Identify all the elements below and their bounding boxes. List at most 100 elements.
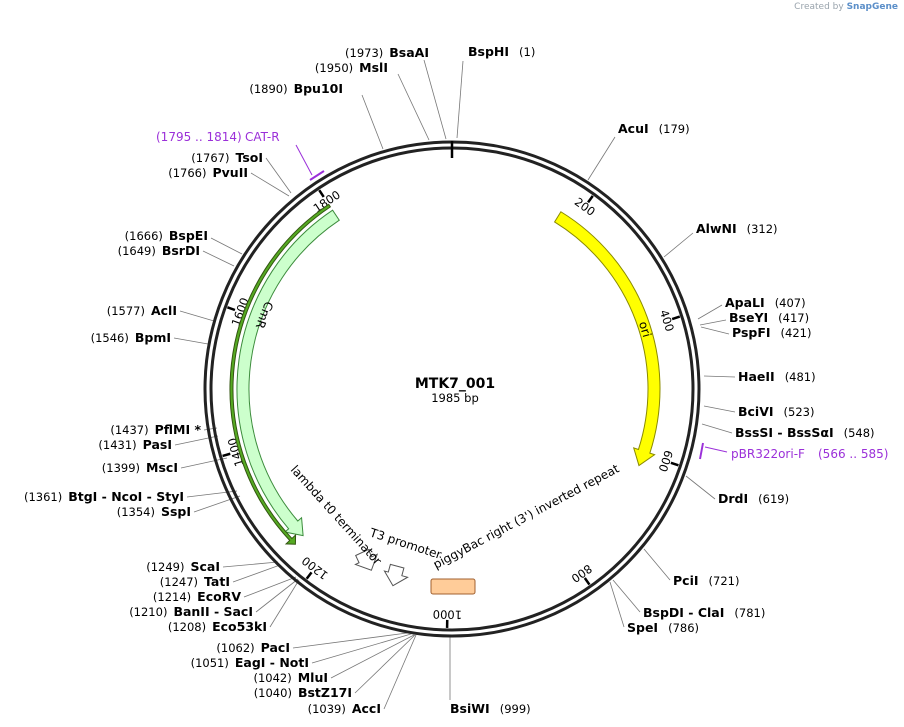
feature-ori[interactable] xyxy=(553,211,661,467)
leader-acci xyxy=(383,634,417,710)
site-pspfi[interactable]: PspFI(421) xyxy=(732,325,811,340)
watermark-brand: SnapGene xyxy=(846,2,898,12)
site-eagi-noti[interactable]: EagI - NotI(1051) xyxy=(191,655,309,670)
site-pasi[interactable]: PasI(1431) xyxy=(98,437,172,452)
feature-t3[interactable] xyxy=(352,547,410,589)
site-msli[interactable]: MslI(1950) xyxy=(315,60,388,75)
leader-banii-saci xyxy=(255,578,299,613)
pbr322ori-f-range: (566 .. 585) xyxy=(818,447,888,461)
site-paci[interactable]: PacI (1062) xyxy=(216,640,290,655)
watermark-prefix: Created by xyxy=(794,2,844,12)
site-pcii[interactable]: PciI(721) xyxy=(673,573,739,588)
piggybac-box[interactable] xyxy=(430,578,476,595)
site-name: PasI xyxy=(143,437,172,452)
site-position: (312) xyxy=(747,222,778,236)
site-acci[interactable]: AccI(1039) xyxy=(308,701,381,716)
site-acli[interactable]: AclI(1577) xyxy=(107,303,177,318)
site-btgi-ncoi-styi[interactable]: BtgI - NcoI - StyI(1361) xyxy=(24,489,184,504)
leader-tsoi xyxy=(265,157,292,194)
site-bsiwi[interactable]: BsiWI(999) xyxy=(450,701,531,716)
site-position: (1354) xyxy=(117,505,155,519)
site-bspdi-clai[interactable]: BspDI - ClaI(781) xyxy=(643,605,765,620)
site-bcivi[interactable]: BciVI (523) xyxy=(738,404,814,419)
ori-arrow[interactable] xyxy=(553,211,661,467)
site-name: SpeI xyxy=(627,620,658,635)
site-alwni[interactable]: AlwNI(312) xyxy=(696,221,778,236)
site-position: (786) xyxy=(668,621,699,635)
site-pvuii[interactable]: PvuII(1766) xyxy=(168,165,248,180)
site-name: BssSI - BssSαI xyxy=(735,425,834,440)
feature-piggybac[interactable] xyxy=(430,578,476,595)
site-position: (1247) xyxy=(160,575,198,589)
site-scai[interactable]: ScaI(1249) xyxy=(146,559,220,574)
site-leader-lines xyxy=(173,59,736,710)
cat-r-name: CAT-R xyxy=(245,130,280,144)
site-name: SspI xyxy=(161,504,191,519)
tick-mark-200 xyxy=(587,195,594,204)
site-name: BstZ17I xyxy=(298,685,352,700)
tick-mark-1400 xyxy=(222,452,231,458)
site-banii-saci[interactable]: BanII - SacI(1210) xyxy=(129,604,253,619)
leader-bpmi xyxy=(173,337,209,345)
site-name: PacI xyxy=(261,640,290,655)
site-position: (1) xyxy=(519,45,535,59)
site-bsaai[interactable]: BsaAI(1973) xyxy=(345,45,429,60)
site-bsrdi[interactable]: BsrDI(1649) xyxy=(118,243,200,258)
leader-bsphi xyxy=(456,60,464,139)
site-name: MslI xyxy=(359,60,388,75)
cat-r-primer-mark[interactable] xyxy=(309,170,325,181)
site-position: (1210) xyxy=(129,605,167,619)
site-bseyi[interactable]: BseYI(417) xyxy=(729,310,809,325)
site-position: (481) xyxy=(785,370,816,384)
site-bstz17i[interactable]: BstZ17I(1040) xyxy=(254,685,352,700)
leader-alwni xyxy=(663,232,694,258)
leader-bstz17i xyxy=(354,634,416,694)
site-drdi[interactable]: DrdI(619) xyxy=(718,491,789,506)
feature-t0[interactable] xyxy=(229,203,332,545)
site-apali[interactable]: ApaLI(407) xyxy=(725,295,806,310)
site-ecorv[interactable]: EcoRV(1214) xyxy=(153,589,241,604)
leader-bspdi-clai xyxy=(612,579,641,613)
site-tsoi[interactable]: TsoI(1767) xyxy=(191,150,263,165)
site-position: (1437) xyxy=(110,423,148,437)
site-position: (1361) xyxy=(24,490,62,504)
site-bsphi[interactable]: BspHI(1) xyxy=(468,44,535,59)
pbr322ori-f-primer-mark[interactable] xyxy=(699,442,704,460)
cat-r-leader xyxy=(295,144,313,176)
site-position: (1577) xyxy=(107,304,145,318)
site-tati[interactable]: TatI(1247) xyxy=(160,574,230,589)
site-name: BciVI xyxy=(738,404,774,419)
site-acui[interactable]: AcuI(179) xyxy=(618,121,690,136)
site-name: ApaLI xyxy=(725,295,765,310)
site-name: ScaI xyxy=(191,559,221,574)
t3-promoter-arrow-1[interactable] xyxy=(352,547,382,575)
t3-promoter-arrow-2[interactable] xyxy=(381,563,409,589)
site-name: MluI xyxy=(298,670,328,685)
leader-msci xyxy=(180,457,228,469)
site-eco53ki[interactable]: Eco53kI(1208) xyxy=(168,619,267,634)
site-mlui[interactable]: MluI(1042) xyxy=(253,670,328,685)
site-name: DrdI xyxy=(718,491,748,506)
site-position: (1649) xyxy=(118,244,156,258)
leader-mlui xyxy=(330,634,415,679)
site-position: (523) xyxy=(784,405,815,419)
site-name: BseYI xyxy=(729,310,768,325)
pbr322ori-f-name: pBR322ori-F xyxy=(731,447,805,461)
feature-cmr[interactable] xyxy=(236,209,340,537)
site-bspei[interactable]: BspEI(1666) xyxy=(125,228,208,243)
site-msci[interactable]: MscI(1399) xyxy=(102,460,178,475)
site-bpu10i[interactable]: Bpu10I(1890) xyxy=(249,81,343,96)
leader-pspfi xyxy=(700,326,730,335)
site-position: (1062) xyxy=(216,641,254,655)
site-haeii[interactable]: HaeII(481) xyxy=(738,369,816,384)
cmr-arrow[interactable] xyxy=(236,209,340,537)
site-sspi[interactable]: SspI (1354) xyxy=(117,504,191,519)
site-bpmi[interactable]: BpmI(1546) xyxy=(91,330,171,345)
site-bsssi-bsss-i[interactable]: BssSI - BssSαI(548) xyxy=(735,425,875,440)
leader-spei xyxy=(609,581,625,628)
site-spei[interactable]: SpeI (786) xyxy=(627,620,699,635)
t0-terminator-arrow[interactable] xyxy=(229,203,332,545)
leader-apali xyxy=(697,304,723,320)
leader-eco53ki xyxy=(269,579,300,628)
site-pflmi[interactable]: PflMI *(1437) xyxy=(110,422,201,437)
